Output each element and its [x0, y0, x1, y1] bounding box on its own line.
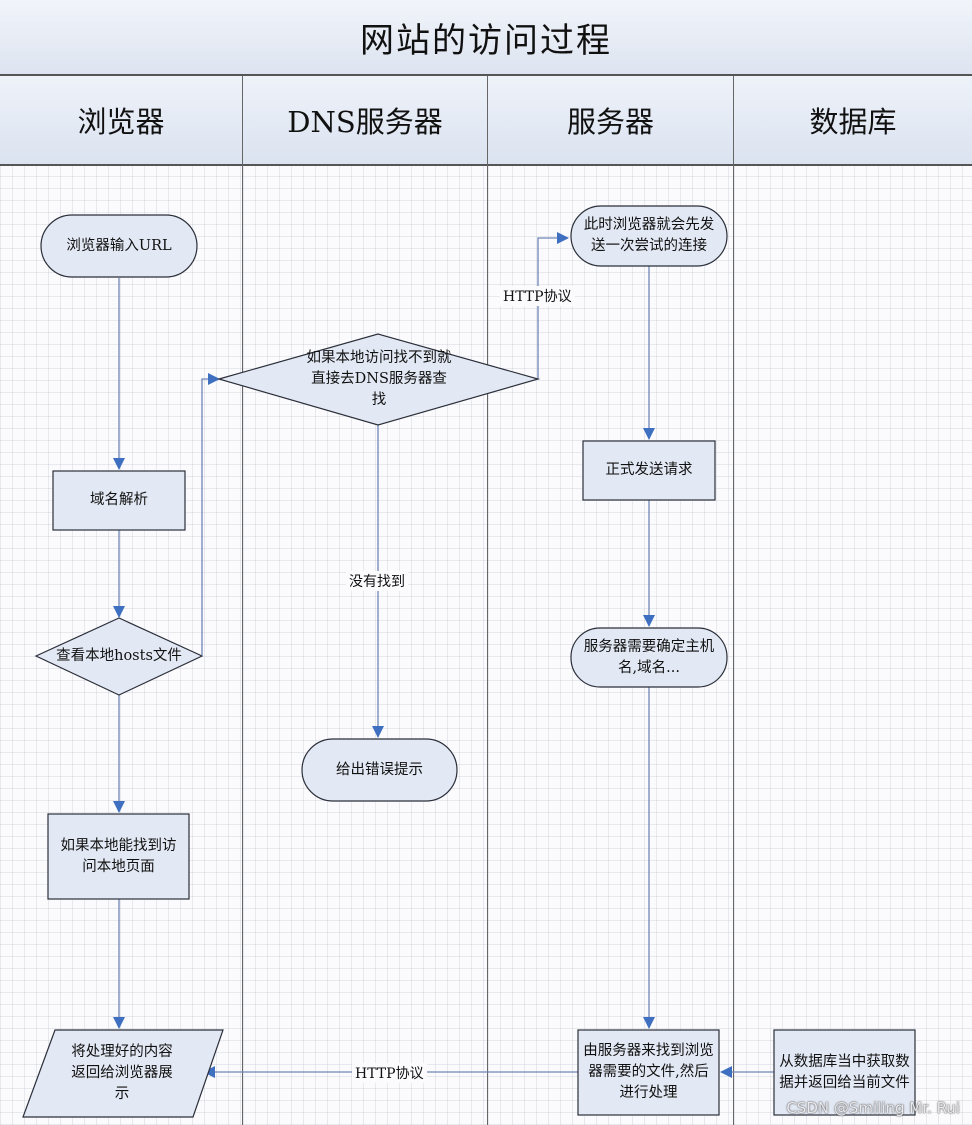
- lane-divider: [487, 76, 488, 1125]
- lane-header-browser: 浏览器: [0, 76, 242, 166]
- edge-label-http-bottom: HTTP协议: [352, 1063, 427, 1083]
- node-shape-send-request: [582, 440, 716, 501]
- edge-hosts-to-dns: [201, 373, 220, 655]
- node-shape-try-connection: [570, 205, 728, 267]
- lane-header-database: 数据库: [734, 76, 972, 166]
- watermark: CSDN @Smiling Mr. Rui: [786, 1099, 960, 1117]
- node-shape-local-found: [47, 813, 190, 900]
- lane-header-server: 服务器: [488, 76, 733, 166]
- lane-divider: [242, 76, 243, 1125]
- edge-label-http-top: HTTP协议: [500, 286, 575, 306]
- node-shape-determine-host: [570, 627, 728, 688]
- node-shape-domain-resolve: [52, 470, 186, 531]
- edge-dns-to-server: [537, 232, 569, 379]
- node-shape-error-prompt: [301, 738, 458, 802]
- lane-database-area: [734, 166, 972, 1125]
- lane-divider: [733, 76, 734, 1125]
- lane-header-dns: DNS服务器: [243, 76, 487, 166]
- node-shape-dns-lookup: [216, 333, 541, 426]
- lane-dns-area: [243, 166, 487, 1125]
- node-shape-check-hosts: [34, 617, 204, 696]
- node-shape-browser-input-url: [40, 214, 198, 278]
- node-shape-find-file: [577, 1029, 720, 1116]
- node-shape-db-fetch: [773, 1029, 916, 1116]
- edge-label-not-found: 没有找到: [346, 571, 408, 591]
- diagram-title: 网站的访问过程: [0, 0, 972, 76]
- node-shape-render-to-browser: [22, 1029, 224, 1118]
